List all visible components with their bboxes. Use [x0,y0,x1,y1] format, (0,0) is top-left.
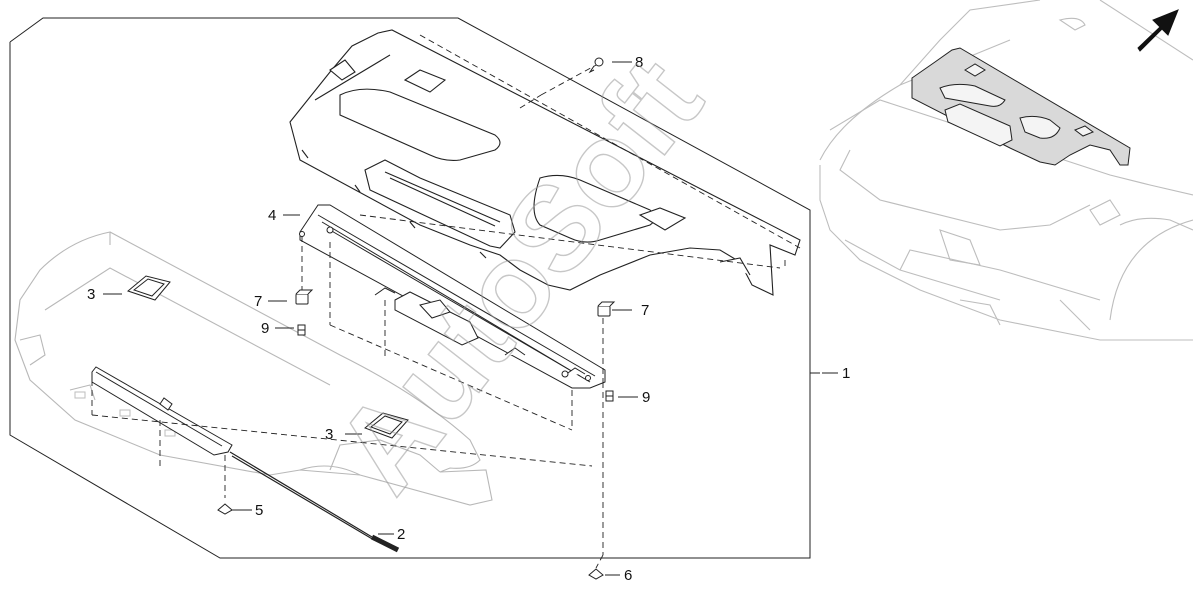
clip-7-left [295,289,314,305]
assembly-frame [9,17,820,559]
nut-5 [217,503,233,515]
assembly-lines [91,34,801,569]
callout-2: 2 [397,526,405,543]
callout-3-upper: 3 [87,286,95,303]
callout-8: 8 [635,54,643,71]
callout-6: 6 [624,567,632,584]
cable-connector [370,534,400,553]
car-shelf-highlight [911,47,1131,166]
cover-cap-upper [126,275,171,301]
callout-7-right: 7 [641,302,649,319]
callout-9-right: 9 [642,389,650,406]
front-arrow-icon [1137,9,1179,52]
callout-3-lower: 3 [325,426,333,443]
screw-9-left [297,324,306,336]
callout-1: 1 [842,365,850,382]
callout-9-left: 9 [261,320,269,337]
car-overview [819,0,1193,341]
cover-cap-lower [364,412,409,439]
nut-6 [588,568,604,580]
rear-shelf-panel [289,29,801,296]
leader-lines [103,61,838,576]
high-mount-stop-light [91,366,233,456]
callout-5: 5 [255,502,263,519]
light-cable [229,451,375,541]
shelf-bracket [299,204,606,389]
screw-8 [588,57,604,74]
callout-7-left: 7 [254,293,262,310]
rear-shelf-trim [14,231,493,506]
screw-9-right [605,390,614,402]
callout-4: 4 [268,207,276,224]
clip-7-right [597,301,616,317]
